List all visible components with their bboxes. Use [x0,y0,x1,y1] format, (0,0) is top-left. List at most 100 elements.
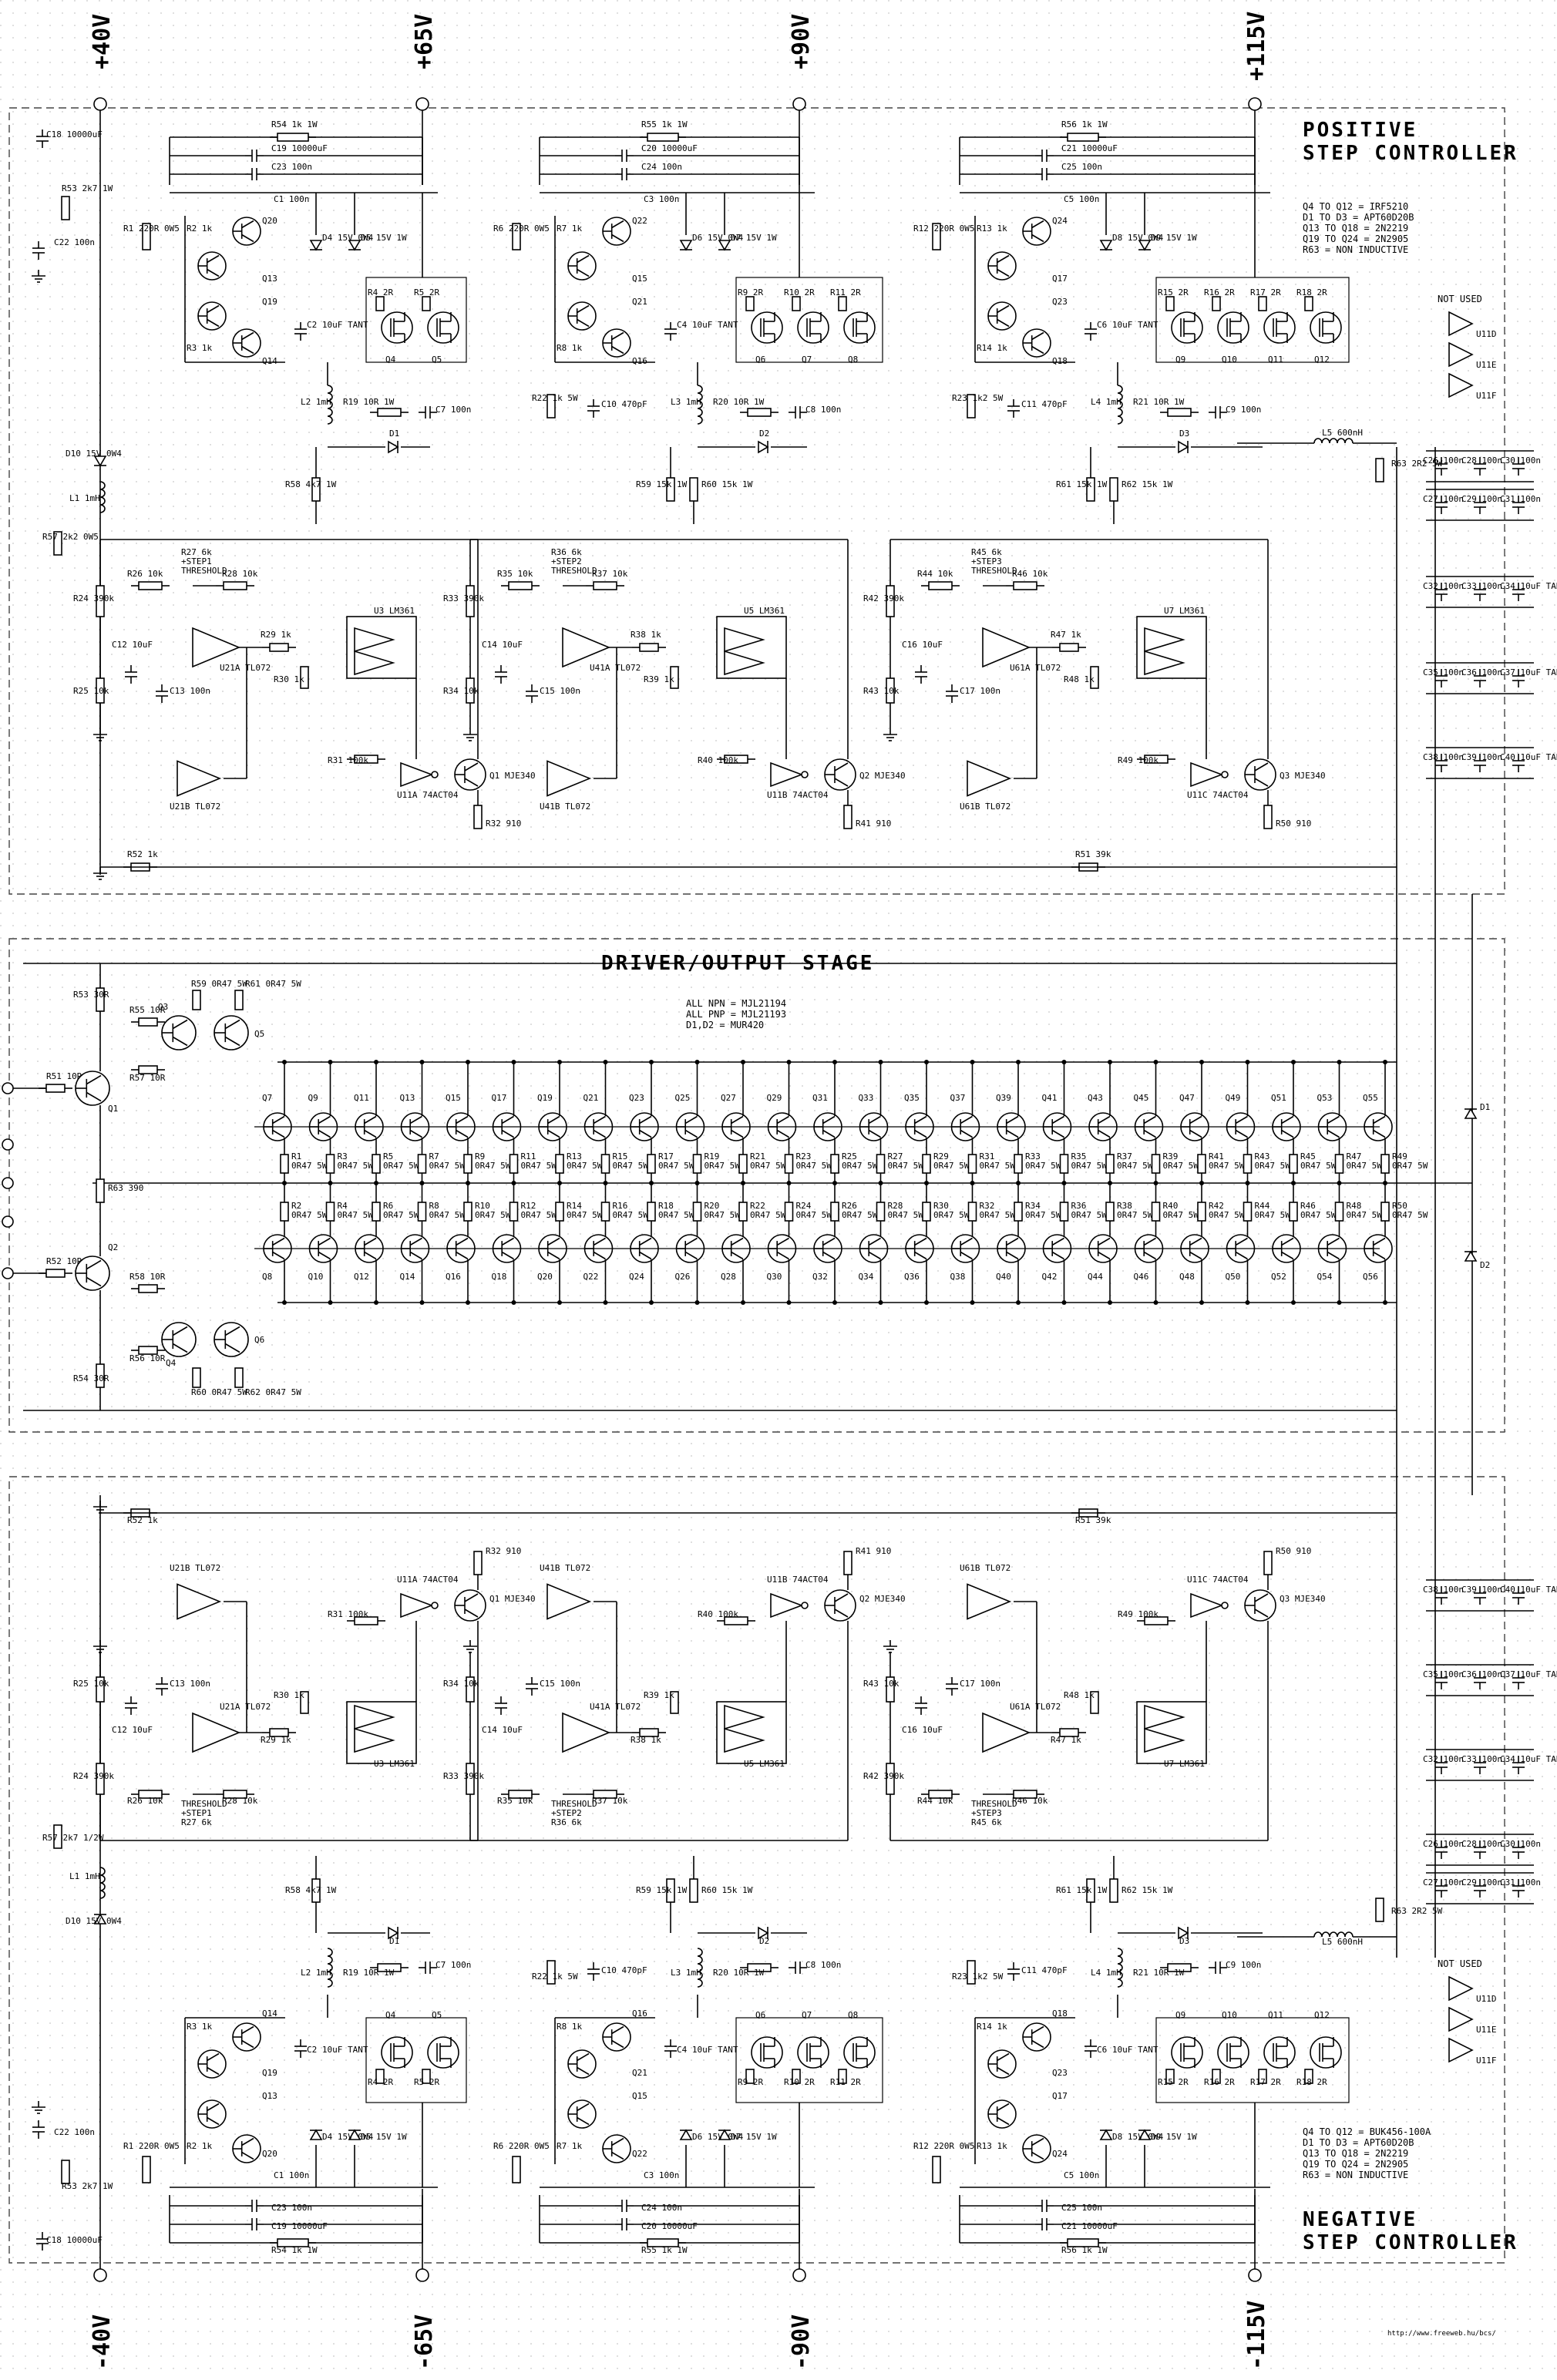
wire [1143,1237,1156,1246]
transistor-label: Q39 [996,1093,1011,1103]
wire [501,1115,514,1124]
wire [684,1251,698,1260]
wire [547,1129,560,1138]
transistor-label: Q27 [721,1093,736,1103]
mosfet-symbol [1217,311,1249,344]
wire [172,1326,188,1336]
resistor-symbol [647,133,679,142]
part-label: L3 1mH [671,1968,701,1978]
junction-dot [786,1060,792,1064]
wire [272,1237,285,1246]
diode-symbol [309,2129,323,2140]
part-label: U11B 74ACT04 [767,1575,829,1585]
junction-dot [924,1300,929,1305]
inverter-gate [1190,761,1224,788]
resistor-value: 0R47 5W [1347,1210,1383,1220]
part-label: C9 100n [1226,1960,1261,1970]
diode-symbol [348,240,362,251]
resistor-value: 0R47 5W [1255,1161,1291,1171]
resistor-value: 0R47 5W [1209,1161,1245,1171]
mosfet-symbol [843,311,876,344]
part-label: R49 100k [1118,1609,1159,1619]
capacitor-label: C36 100n [1461,667,1502,677]
resistor-label: R4 [338,1201,348,1211]
wire [318,1251,331,1260]
diode-symbol [1178,440,1189,454]
part-label: D8 15V 0W4 [1112,233,1164,243]
part-label: D6 15V 0W4 [692,2132,744,2142]
wire [241,2025,254,2035]
gate-label: U11D [1476,1994,1497,2004]
negative-note: R63 = NON INDUCTIVE [1303,2170,1408,2180]
wire [547,1251,560,1260]
terminal-neg-65v [415,2268,429,2282]
diode-symbol [388,1926,399,1940]
part-label: C11 470pF [1021,399,1068,409]
capacitor-label: C38 100n [1423,752,1464,762]
capacitor-label: C32 100n [1423,1754,1464,1764]
rail-label-115v: +115V [1243,12,1270,81]
resistor-symbol [1090,1691,1099,1714]
part-label: R21 10R 1W [1133,397,1185,407]
wire [464,1609,479,1618]
part-label: R40 100k [698,755,738,765]
resistor-symbol [792,296,801,311]
part-label: U61B TL072 [960,802,1011,812]
part-label: R23 1k2 5W [952,1972,1004,1982]
resistor-symbol [1380,1154,1390,1174]
part-label: R43 10k [863,1679,900,1689]
inverter-gate [400,1592,434,1619]
resistor-label: R42 [1209,1201,1224,1211]
mosfet-symbol [381,2036,413,2069]
resistor-symbol [1167,408,1192,417]
transistor-label: Q42 [1042,1272,1058,1282]
resistor-symbol [747,408,772,417]
part-label: C21 10000uF [1061,143,1118,153]
wire [1031,331,1044,341]
part-label: R62 15k 1W [1122,479,1173,489]
wire [997,2103,1010,2112]
wire [547,1237,560,1246]
negative-note: Q4 TO Q12 = BUK456-100A [1303,2126,1431,2137]
resistor-value: 0R47 5W [383,1210,419,1220]
gate-label: U11F [1476,391,1497,401]
resistor-symbol [647,1154,656,1174]
diode-symbol [1099,2129,1113,2140]
diode-symbol [93,1913,107,1925]
part-label: C3 100n [644,194,679,204]
resistor-symbol [1258,296,1267,311]
part-label: L5 600nH [1322,1937,1363,1947]
part-label: U7 LM361 [1164,606,1205,616]
resistor-label: R21 [750,1151,765,1161]
part-label: C10 470pF [601,399,647,409]
wire [172,1343,188,1353]
part-label: C1 100n [274,194,309,204]
wire [1051,1115,1064,1124]
transistor-label: Q33 [859,1093,874,1103]
transistor-label: Q54 [1317,1272,1333,1282]
resistor-symbol [843,805,852,829]
wire [776,1237,789,1246]
diode-label: D2 [1480,1260,1490,1270]
wire [224,1019,240,1030]
resistor-label: R49 [1392,1151,1407,1161]
part-label: Q22 [632,216,647,226]
part-label: R4 2R [368,2077,393,2087]
part-label: C21 10000uF [1061,2221,1118,2231]
transistor-label: Q22 [583,1272,599,1282]
input-terminal [2,1267,14,1279]
part-label: C12 10uF [112,1725,153,1735]
rail-label-neg-40v: -40V [89,2314,116,2370]
part-label: R51 10R [46,1071,82,1081]
part-label: Q17 [1052,274,1068,284]
resistor-value: 0R47 5W [567,1161,603,1171]
junction-dot [741,1300,745,1305]
part-label: D1 [389,1936,399,1946]
diode-symbol [679,2129,693,2140]
part-label: U41A TL072 [590,1702,641,1712]
resistor-value: 0R47 5W [1117,1161,1153,1171]
resistor-symbol [784,1154,794,1174]
resistor-symbol [375,296,385,311]
part-label: D4 15V 0W4 [322,233,374,243]
part-label: D4 15V 0W4 [322,2132,374,2142]
